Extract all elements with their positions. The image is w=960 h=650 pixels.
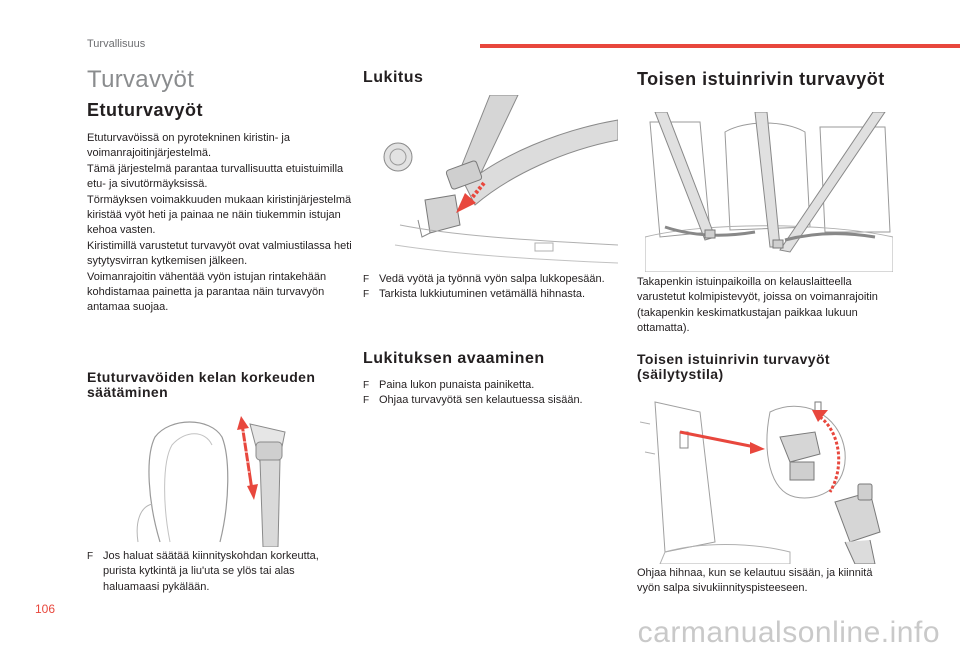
bullet-text: Tarkista lukkiutuminen vetämällä hihnast… xyxy=(379,288,586,301)
bullet-icon: F xyxy=(363,380,370,391)
bullet-item: F Vedä vyötä ja työnnä vyön salpa lukkop… xyxy=(363,272,613,287)
belt-height-illustration xyxy=(136,416,286,547)
bullet-item: F Jos haluat säätää kiinnityskohdan kork… xyxy=(87,549,345,595)
bullet-icon: F xyxy=(363,274,370,285)
heading-unlocking: Lukituksen avaaminen xyxy=(363,350,545,367)
second-row-text: Takapenkin istuinpaikoilla on kelauslait… xyxy=(637,275,887,337)
height-adjust-bullet: F Jos haluat säätää kiinnityskohdan kork… xyxy=(87,549,345,595)
watermark: carmanualsonline.info xyxy=(637,616,940,649)
section-label: Turvallisuus xyxy=(87,38,146,50)
heading-line: Etuturvavöiden kelan korkeuden xyxy=(87,369,316,385)
bullet-icon: F xyxy=(363,395,370,407)
bullet-icon: F xyxy=(87,551,94,562)
bullet-text: Vedä vyötä ja työnnä vyön salpa lukkopes… xyxy=(379,273,605,285)
paragraph: Kiristimillä varustetut turvavyöt ovat v… xyxy=(87,239,352,268)
heading-storage: Toisen istuinrivin turvavyöt (säilytysti… xyxy=(637,352,830,382)
header-rule xyxy=(480,44,960,48)
heading-front-belts: Etuturvavyöt xyxy=(87,100,204,120)
front-belts-text: Etuturvavöissä on pyrotekninen kiristin-… xyxy=(87,131,352,316)
paragraph: Törmäyksen voimakkuuden mukaan kiristinj… xyxy=(87,193,352,237)
bullet-text: Jos haluat säätää kiinnityskohdan korkeu… xyxy=(103,550,319,593)
bullet-icon: F xyxy=(363,289,370,301)
paragraph: Takapenkin istuinpaikoilla on kelauslait… xyxy=(637,276,878,335)
belt-storage-illustration xyxy=(640,401,881,564)
heading-line: säätäminen xyxy=(87,384,169,400)
paragraph: Etuturvavöissä on pyrotekninen kiristin-… xyxy=(87,132,290,160)
page-number: 106 xyxy=(35,602,56,616)
heading-line: (säilytystila) xyxy=(637,366,724,382)
rear-seats-illustration xyxy=(645,112,893,272)
unlocking-bullets: F Paina lukon punaista painiketta. F Ohj… xyxy=(363,378,613,409)
heading-height-adjust: Etuturvavöiden kelan korkeuden säätämine… xyxy=(87,370,315,400)
bullet-item: F Paina lukon punaista painiketta. xyxy=(363,378,613,393)
storage-caption: Ohjaa hihnaa, kun se kelautuu sisään, ja… xyxy=(637,566,887,597)
heading-line: Toisen istuinrivin turvavyöt xyxy=(637,351,830,367)
buckle-lock-illustration xyxy=(383,95,618,264)
bullet-item: F Ohjaa turvavyötä sen kelautuessa sisää… xyxy=(363,393,613,408)
heading-second-row: Toisen istuinrivin turvavyöt xyxy=(637,69,885,89)
bullet-text: Paina lukon punaista painiketta. xyxy=(379,379,535,391)
paragraph: Voimanrajoitin vähentää vyön istujan rin… xyxy=(87,270,327,314)
locking-bullets: F Vedä vyötä ja työnnä vyön salpa lukkop… xyxy=(363,272,613,303)
bullet-item: F Tarkista lukkiutuminen vetämällä hihna… xyxy=(363,287,613,302)
heading-locking: Lukitus xyxy=(363,69,424,86)
page-title: Turvavyöt xyxy=(87,66,195,93)
paragraph: Tämä järjestelmä parantaa turvallisuutta… xyxy=(87,162,344,191)
caption: Ohjaa hihnaa, kun se kelautuu sisään, ja… xyxy=(637,567,873,595)
bullet-text: Ohjaa turvavyötä sen kelautuessa sisään. xyxy=(379,394,583,407)
